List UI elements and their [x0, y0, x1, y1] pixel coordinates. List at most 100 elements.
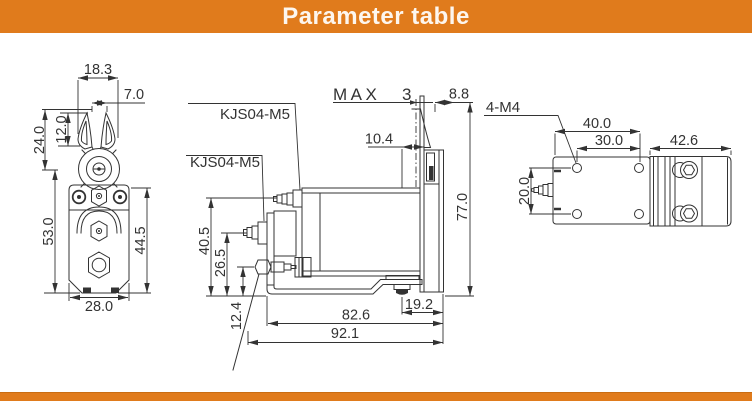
- bolt-shaft: [270, 261, 285, 273]
- dim-base-width: 28.0: [85, 299, 113, 315]
- bolt-head: [254, 259, 272, 275]
- mount-hole-4: [634, 209, 644, 219]
- port-mid-tip: [243, 229, 248, 236]
- hex-nut-lower-hole: [91, 257, 107, 273]
- dim-port-mid-height: 26.5: [213, 249, 229, 277]
- port-mid-barb1: [251, 225, 259, 240]
- port-mid-flange: [257, 221, 268, 245]
- port-top-barb1: [286, 192, 294, 206]
- header-banner: Parameter table: [0, 0, 752, 33]
- dim-jaw-open-height: 24.0: [32, 126, 48, 154]
- shoulder-hole-right-center: [118, 195, 122, 199]
- bracket-shelf-plate: [385, 275, 420, 280]
- head-bolt-1: [680, 161, 698, 179]
- bolt-tip: [290, 265, 297, 269]
- holder-blade: [411, 108, 432, 148]
- label-port-top: KJS04-M5: [220, 106, 290, 123]
- top-fitting-barb1: [542, 184, 549, 196]
- hex-nut-top-dot: [98, 195, 100, 197]
- dim-port-top-height: 40.5: [197, 227, 213, 255]
- holder-front-plate: [419, 95, 425, 293]
- base-foot-right: [111, 287, 119, 293]
- mount-hole-3: [572, 209, 582, 219]
- footer-accent-bar: [0, 392, 752, 401]
- dim-blade-height: 12.0: [54, 115, 70, 143]
- dim-hole-span: 40.0: [583, 116, 611, 132]
- dim-jaw-width: 18.3: [84, 62, 112, 78]
- mount-hole-2: [634, 163, 644, 173]
- clamp-block-dark: [429, 166, 434, 180]
- top-head-sections: [653, 156, 728, 227]
- bottom-port-stub: [396, 289, 408, 295]
- port-top-barb2: [281, 193, 288, 205]
- dim-head-width: 8.8: [449, 87, 469, 103]
- label-port-mid: KJS04-M5: [190, 154, 260, 171]
- blade-left-edge: [80, 120, 88, 146]
- dim-body-length: 82.6: [342, 308, 370, 324]
- blade-right: [100, 111, 116, 150]
- leader-port-mid: [186, 155, 265, 222]
- leader-thread: [484, 115, 577, 164]
- holder-edges: [423, 183, 444, 293]
- dim-total-height: 77.0: [455, 193, 471, 221]
- top-fitting-flange: [547, 183, 554, 197]
- hex-nut-middle: [90, 220, 108, 242]
- hex-nut-top-hole: [95, 192, 103, 200]
- hex-nut-top: [91, 185, 107, 207]
- shoulder-hole-left: [71, 189, 87, 205]
- dim-port-bottom-height: 12.4: [229, 302, 245, 330]
- dim-port-offset: 19.2: [405, 297, 433, 313]
- top-view-drawing: 40.0 30.0 42.6 20.0 4-M4: [484, 99, 732, 227]
- blade-left: [77, 111, 93, 150]
- bracket-outer: [266, 279, 423, 295]
- head-bolt-2: [680, 204, 698, 223]
- holder-back-plate: [438, 149, 444, 293]
- leader-line-bolt: [232, 273, 260, 371]
- bracket-inner: [273, 279, 423, 290]
- shoulder-hole-left-center: [77, 195, 81, 199]
- label-max-value: 3: [402, 85, 415, 104]
- blade-right-edge: [105, 120, 113, 146]
- dim-jaw-gap: 7.0: [124, 87, 144, 103]
- body-outline: [68, 184, 130, 294]
- bottom-port-collar: [393, 284, 411, 290]
- port-mid-barb2: [246, 227, 253, 238]
- port-bottom-block-lines: [298, 257, 304, 278]
- page-title: Parameter table: [282, 2, 470, 30]
- top-fitting-barb3: [533, 187, 539, 193]
- top-body-notches: [554, 169, 561, 211]
- head-bolt-1-socket: [682, 164, 696, 176]
- label-thread: 4-M4: [486, 99, 520, 116]
- dim-head-length: 42.6: [670, 133, 698, 149]
- port-top-tip: [273, 196, 278, 202]
- technical-drawing: 18.3 7.0 24.0 12.0 53.0 44.5 28.0: [32, 62, 732, 371]
- spring-arc-inner: [80, 210, 118, 234]
- dim-body-height-right: 44.5: [133, 226, 149, 254]
- top-fitting-barb2: [538, 185, 544, 195]
- dim-total-length: 92.1: [331, 326, 359, 342]
- spring-arc-outer: [76, 206, 122, 234]
- dim-body-height: 53.0: [41, 217, 57, 245]
- shoulder-hole-right: [112, 189, 128, 205]
- port-top-flange: [292, 189, 303, 208]
- port-top-barb3: [276, 194, 283, 204]
- dim-hole-pitch: 30.0: [595, 133, 623, 149]
- hex-nut-lower: [88, 251, 110, 279]
- base-foot-left: [83, 287, 91, 293]
- pivot-ring: [86, 156, 112, 182]
- bolt-neck: [283, 263, 292, 271]
- max-arrow: [410, 100, 417, 105]
- hex-nut-middle-dot: [98, 230, 100, 232]
- front-view-drawing: 18.3 7.0 24.0 12.0 53.0 44.5 28.0: [32, 62, 151, 315]
- actuator-body-panel: [301, 192, 421, 272]
- label-max: MAX: [333, 85, 380, 104]
- head-bolt-2-socket: [682, 208, 696, 219]
- dim-blade-offset: 10.4: [365, 132, 393, 148]
- mount-hole-1: [572, 163, 582, 173]
- dim-hole-pitch-vertical: 20.0: [517, 177, 533, 205]
- top-head: [649, 156, 732, 227]
- leader-port-top: [188, 103, 301, 191]
- drawing-area: 18.3 7.0 24.0 12.0 53.0 44.5 28.0: [0, 33, 752, 393]
- side-view-drawing: MAX 3 8.8 10.4 77.0 40.5: [186, 85, 474, 371]
